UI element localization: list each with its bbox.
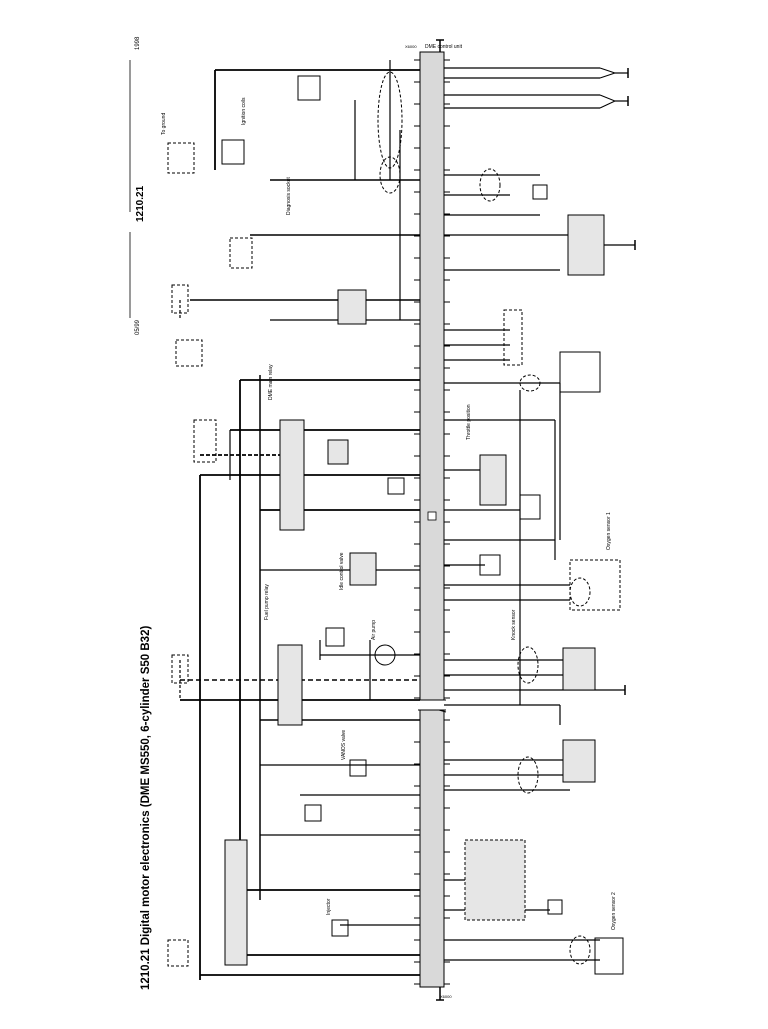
- idle-control-valve: [349, 552, 377, 586]
- knock-sensor-bank2: [562, 739, 596, 783]
- sheet-number: 1210.21: [135, 185, 146, 222]
- intake-air-temp-sensor: [519, 494, 541, 520]
- oil-pressure-switch: [167, 142, 195, 174]
- throttle-potentiometer: [479, 454, 507, 506]
- oxygen-sensor-pre-cat: [569, 559, 621, 611]
- coils-label: Ignition coils: [241, 97, 247, 125]
- ground-terminals: [436, 39, 636, 1001]
- knock-sensor-bank1: [562, 647, 596, 691]
- fuel-tank-vent: [387, 477, 405, 495]
- air-pump-motor: [374, 644, 396, 666]
- tank-leak-diagnosis: [464, 839, 526, 921]
- ground-distributor: [167, 939, 189, 967]
- main-relay-label: DME main relay: [268, 364, 274, 400]
- dme-control-unit: DME control unit X6000 X6000: [405, 44, 463, 999]
- page-title: 1210.21 Digital motor electronics (DME M…: [140, 625, 152, 990]
- ignition-coil-group-b: [297, 75, 321, 101]
- hot-film-air-mass-meter: [567, 214, 605, 276]
- diagnosis-socket-right: [503, 309, 523, 366]
- air-pump-label: Air pump: [371, 620, 377, 640]
- brake-light-switch: [171, 284, 189, 314]
- idle-label: Idle control valve: [339, 552, 345, 590]
- fuel-pump-relay: [277, 644, 303, 726]
- ews-control-unit: [193, 419, 217, 463]
- year-label: 1998: [135, 36, 141, 50]
- hall-sensor: [337, 289, 367, 325]
- o2-pre-label: Oxygen sensor 1: [606, 512, 612, 550]
- left-components: Ignition coils Diagnosis socket DME main…: [161, 75, 405, 967]
- diagnosis-label: Diagnosis socket: [286, 177, 292, 215]
- dme-main-relay-box: [224, 839, 248, 966]
- air-pump-relay: [327, 439, 349, 465]
- camshaft-sensor-intake: [532, 184, 548, 200]
- ac-compressor: [229, 237, 253, 269]
- right-side-circuits: [444, 67, 635, 965]
- connector-label-bottom: X6000: [440, 994, 452, 999]
- oxygen-sensor-heater: [559, 351, 601, 393]
- injector-group: [331, 919, 349, 937]
- vanos-valve-exhaust: [304, 804, 322, 822]
- injector-label: Injector: [326, 898, 332, 915]
- ignition-coil-group-a: [221, 139, 245, 165]
- fuel-pump-relay-label: Fuel pump relay: [264, 584, 270, 620]
- vanos-label: VANOS valve: [341, 730, 347, 760]
- right-components: Knock sensor Throttle position Oxygen se…: [464, 184, 624, 975]
- control-unit-label: DME control unit: [425, 44, 463, 50]
- vanos-valve-intake: [349, 759, 367, 777]
- coolant-temp-sensor: [479, 554, 501, 576]
- clutch-switch: [171, 654, 189, 684]
- pin-stubs: [414, 59, 450, 985]
- knock-label: Knock sensor: [511, 609, 517, 640]
- oxygen-sensor-post-cat: [594, 937, 624, 975]
- main-relay: [279, 419, 305, 531]
- crankshaft-sensor: [547, 899, 563, 915]
- throttle-label: Throttle position: [466, 404, 472, 440]
- fuel-pump: [325, 627, 345, 647]
- speed-signal-module: [175, 339, 203, 367]
- ground-label: To ground: [161, 113, 167, 135]
- left-side-circuits: [179, 60, 420, 980]
- connector-label-top: X6000: [405, 44, 417, 49]
- date-code-label: 05/99: [135, 319, 141, 335]
- o2-post-label: Oxygen sensor 2: [611, 892, 617, 930]
